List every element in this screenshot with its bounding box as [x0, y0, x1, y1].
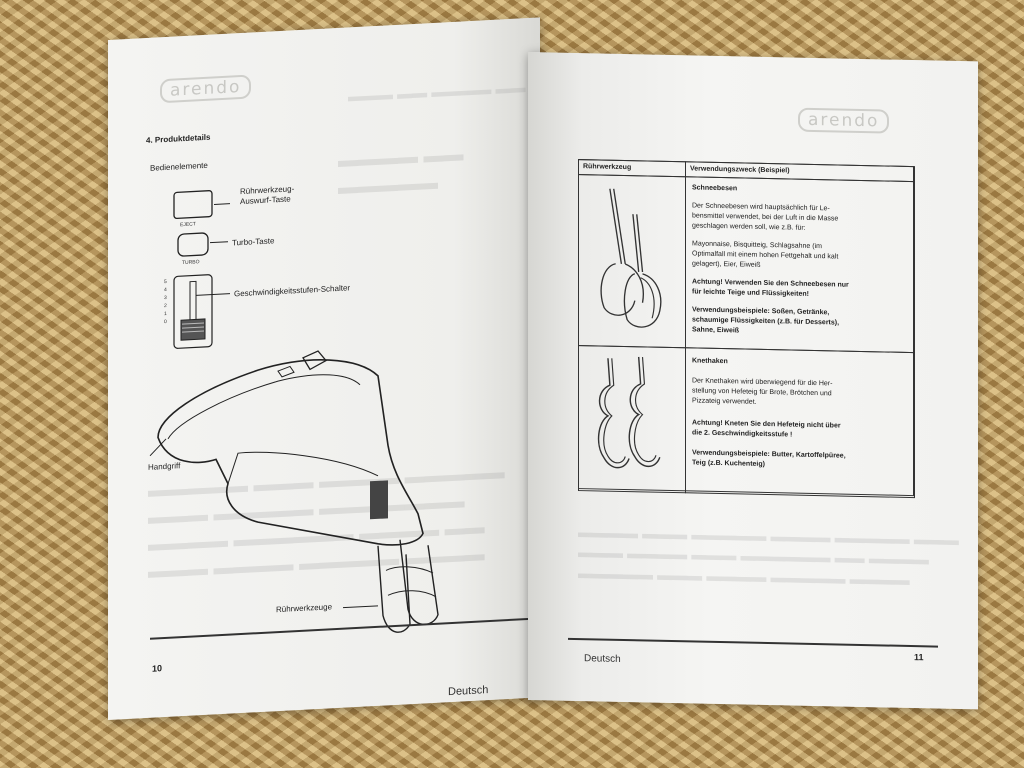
- tool-description-dough-hook: Der Knethaken wird überwiegend für die H…: [692, 377, 833, 407]
- speed-level-2: 2: [164, 302, 167, 310]
- beater-right-drawing: [399, 539, 439, 626]
- speed-level-4: 4: [164, 286, 167, 294]
- tool-title-dough-hook: Knethaken: [692, 357, 728, 366]
- eject-button-text: EJECT: [180, 221, 196, 229]
- turbo-button-text: TURBO: [182, 259, 200, 267]
- controls-heading: Bedienelemente: [150, 160, 208, 173]
- footer-language-left: Deutsch: [448, 684, 489, 699]
- speed-level-3: 3: [164, 294, 167, 302]
- tool-warning-dough-hook: Achtung! Kneten Sie den Hefeteig nicht ü…: [692, 419, 841, 439]
- table-row-use-cell: Schneebesen Der Schneebesen wird hauptsä…: [685, 176, 915, 354]
- table-row-tool-cell: [578, 174, 686, 349]
- table-header-use: Verwendungszweck (Beispiel): [690, 165, 790, 175]
- eject-button-label: Rührwerkzeug- Auswurf-Taste: [240, 184, 295, 206]
- turbo-button-drawing: [177, 232, 209, 257]
- brand-logo: arendo: [798, 107, 890, 134]
- vent-grille: [370, 480, 388, 520]
- bleed-through-text: ▬▬▬ ▬▬ ▬▬▬▬ ▬▬: [348, 79, 526, 106]
- table-row-tool-cell: [578, 345, 686, 494]
- section-title: 4. Produktdetails: [146, 132, 211, 146]
- speed-level-1: 1: [164, 310, 167, 318]
- table-header-tool: Rührwerkzeug: [583, 163, 632, 172]
- tool-usage-dough-hook: Verwendungsbeispiele: Butter, Kartoffelp…: [692, 449, 846, 469]
- eject-button-on-mixer: [302, 350, 328, 371]
- tool-title-whisk: Schneebesen: [692, 184, 738, 193]
- brand-logo: arendo: [160, 74, 252, 104]
- left-page: arendo ▬▬▬ ▬▬ ▬▬▬▬ ▬▬ ▬▬▬▬ ▬▬ ▬▬▬▬▬ ▬▬▬▬…: [108, 17, 540, 720]
- dough-hook-icon: [597, 356, 661, 469]
- footer-language-right: Deutsch: [584, 653, 621, 665]
- speed-level-0: 0: [164, 318, 167, 326]
- speed-switch-drawing: [173, 274, 213, 349]
- right-page: arendo ▬▬▬▬ ▬▬▬ ▬▬▬▬▬ ▬▬▬▬ ▬▬▬▬▬ ▬▬▬▬▬▬ …: [528, 52, 978, 710]
- tool-usage-whisk: Verwendungsbeispiele: Soßen, Getränke, s…: [692, 306, 840, 335]
- whisk-icon: [600, 188, 662, 328]
- footer-rule: [568, 637, 938, 648]
- bleed-through-text: ▬▬▬▬ ▬▬▬ ▬▬▬▬▬ ▬▬▬▬ ▬▬▬▬▬ ▬▬▬▬▬▬ ▬▬▬▬ ▬▬…: [578, 524, 959, 589]
- eject-button-drawing: [173, 190, 213, 220]
- page-number-right: 11: [914, 652, 924, 663]
- tool-examples-whisk: Mayonnaise, Bisquitteig, Schlagsahne (im…: [692, 240, 839, 270]
- table-row-use-cell: Knethaken Der Knethaken wird überwiegend…: [685, 347, 915, 499]
- tool-warning-whisk: Achtung! Verwenden Sie den Schneebesen n…: [692, 278, 849, 299]
- handle-label: Handgriff: [148, 461, 181, 472]
- hand-mixer-diagram: [149, 190, 439, 633]
- speed-level-5: 5: [164, 278, 167, 286]
- mixer-body-drawing: [157, 359, 424, 546]
- tool-usage-table: Rührwerkzeug Verwendungszweck (Beispiel): [578, 159, 915, 499]
- tool-description-whisk: Der Schneebesen wird hauptsächlich für L…: [692, 202, 839, 233]
- page-number-left: 10: [152, 663, 163, 674]
